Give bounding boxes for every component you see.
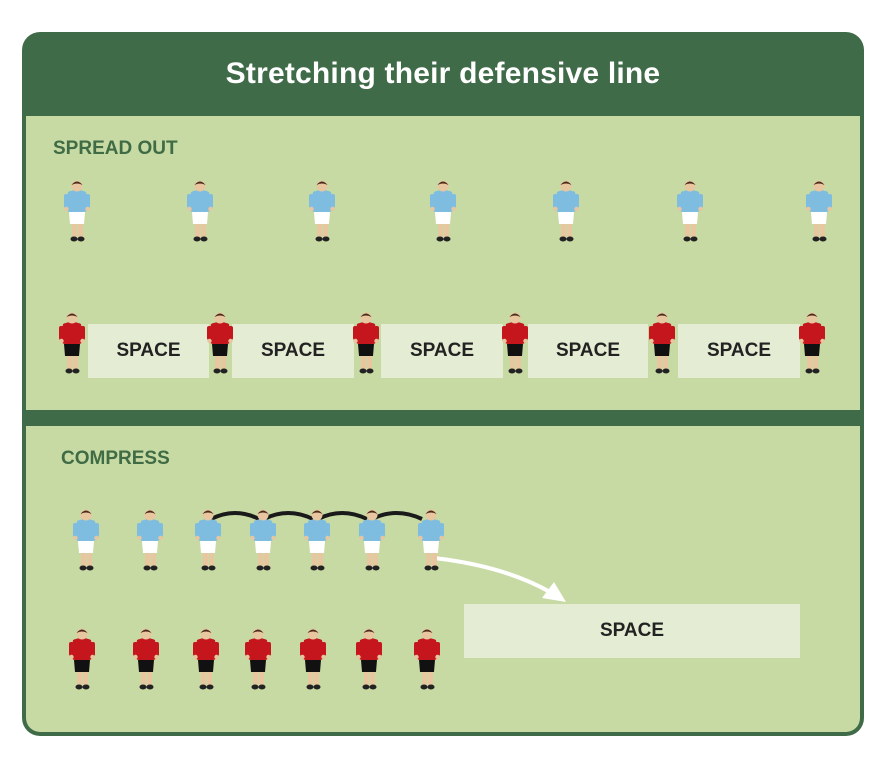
defender-player-2 <box>203 310 237 374</box>
attacker-player-1 <box>60 178 94 242</box>
pass-link-1 <box>210 511 260 521</box>
space-box-4: SPACE <box>528 324 648 378</box>
attacker-player-3 <box>305 178 339 242</box>
defender-player-4 <box>241 626 275 690</box>
run-arrow-line <box>433 556 551 594</box>
attacker-player-5 <box>549 178 583 242</box>
space-box-compress: SPACE <box>464 604 800 658</box>
attacker-player-6 <box>673 178 707 242</box>
defender-player-5 <box>296 626 330 690</box>
space-box-1: SPACE <box>88 324 209 378</box>
diagram-title: Stretching their defensive line <box>225 57 661 90</box>
attacker-player-2 <box>183 178 217 242</box>
defender-player-6 <box>795 310 829 374</box>
spread-out-panel: SPREAD OUT SPACE SPACE SPACE SPACE SPACE <box>26 116 860 410</box>
defender-player-1 <box>55 310 89 374</box>
defender-player-1 <box>65 626 99 690</box>
pass-link-3 <box>317 511 368 521</box>
diagram-frame: Stretching their defensive line SPREAD O… <box>22 32 864 736</box>
attacker-player-7 <box>414 507 448 571</box>
attacker-player-6 <box>355 507 389 571</box>
space-box-3: SPACE <box>381 324 503 378</box>
defender-player-3 <box>349 310 383 374</box>
space-box-2: SPACE <box>232 324 354 378</box>
attacker-player-5 <box>300 507 334 571</box>
compress-label: COMPRESS <box>61 448 170 469</box>
attacker-player-4 <box>246 507 280 571</box>
defender-player-6 <box>352 626 386 690</box>
defender-player-4 <box>498 310 532 374</box>
attacker-player-3 <box>191 507 225 571</box>
attacker-player-1 <box>69 507 103 571</box>
run-arrow-head <box>542 582 566 602</box>
pass-link-2 <box>263 511 314 521</box>
space-box-5: SPACE <box>678 324 800 378</box>
attacker-player-7 <box>802 178 836 242</box>
defender-player-7 <box>410 626 444 690</box>
compress-panel: COMPRESS SPACE <box>26 426 860 732</box>
spread-out-label: SPREAD OUT <box>53 138 178 159</box>
defender-player-2 <box>129 626 163 690</box>
defender-player-3 <box>189 626 223 690</box>
attacker-player-4 <box>426 178 460 242</box>
defender-player-5 <box>645 310 679 374</box>
attacker-player-2 <box>133 507 167 571</box>
